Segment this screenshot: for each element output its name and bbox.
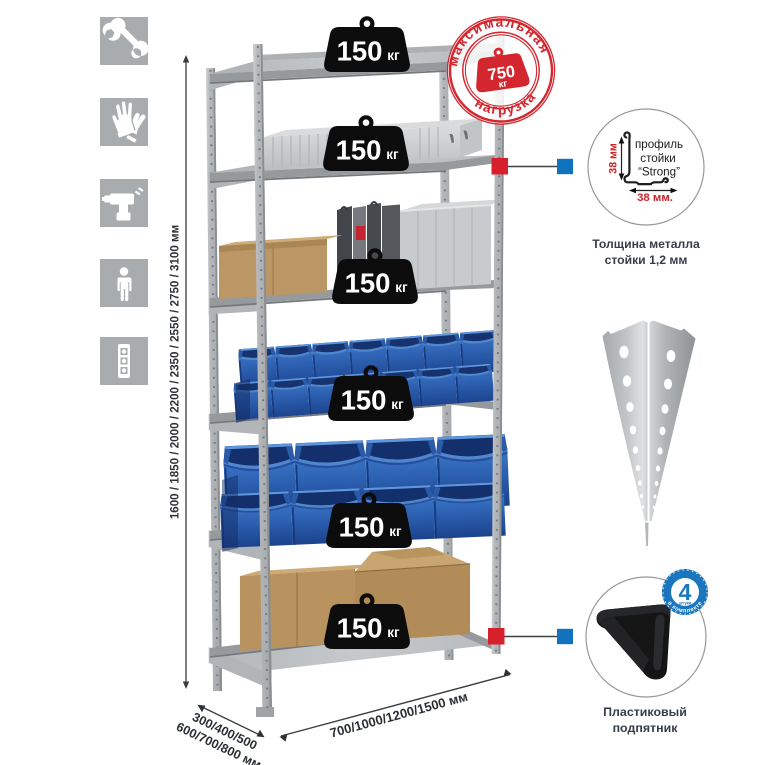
svg-text:1600 / 1850 / 2000 / 2200 / 23: 1600 / 1850 / 2000 / 2200 / 2350 / 2550 …	[169, 225, 182, 519]
svg-text:“Strong”: “Strong”	[638, 166, 680, 179]
svg-text:4: 4	[679, 579, 692, 605]
svg-text:профиль: профиль	[635, 138, 683, 151]
svg-text:Толщина металла: Толщина металла	[592, 237, 700, 251]
svg-text:Пластиковый: Пластиковый	[603, 705, 687, 719]
svg-text:38 мм.: 38 мм.	[637, 192, 673, 204]
svg-text:750: 750	[487, 63, 517, 85]
svg-text:38 мм: 38 мм	[608, 143, 620, 174]
svg-text:подпятник: подпятник	[613, 721, 679, 735]
svg-text:штуки: штуки	[679, 601, 692, 606]
svg-text:стойки 1,2 мм: стойки 1,2 мм	[605, 253, 688, 267]
svg-text:стойки: стойки	[640, 152, 675, 165]
svg-text:кг: кг	[498, 78, 508, 90]
